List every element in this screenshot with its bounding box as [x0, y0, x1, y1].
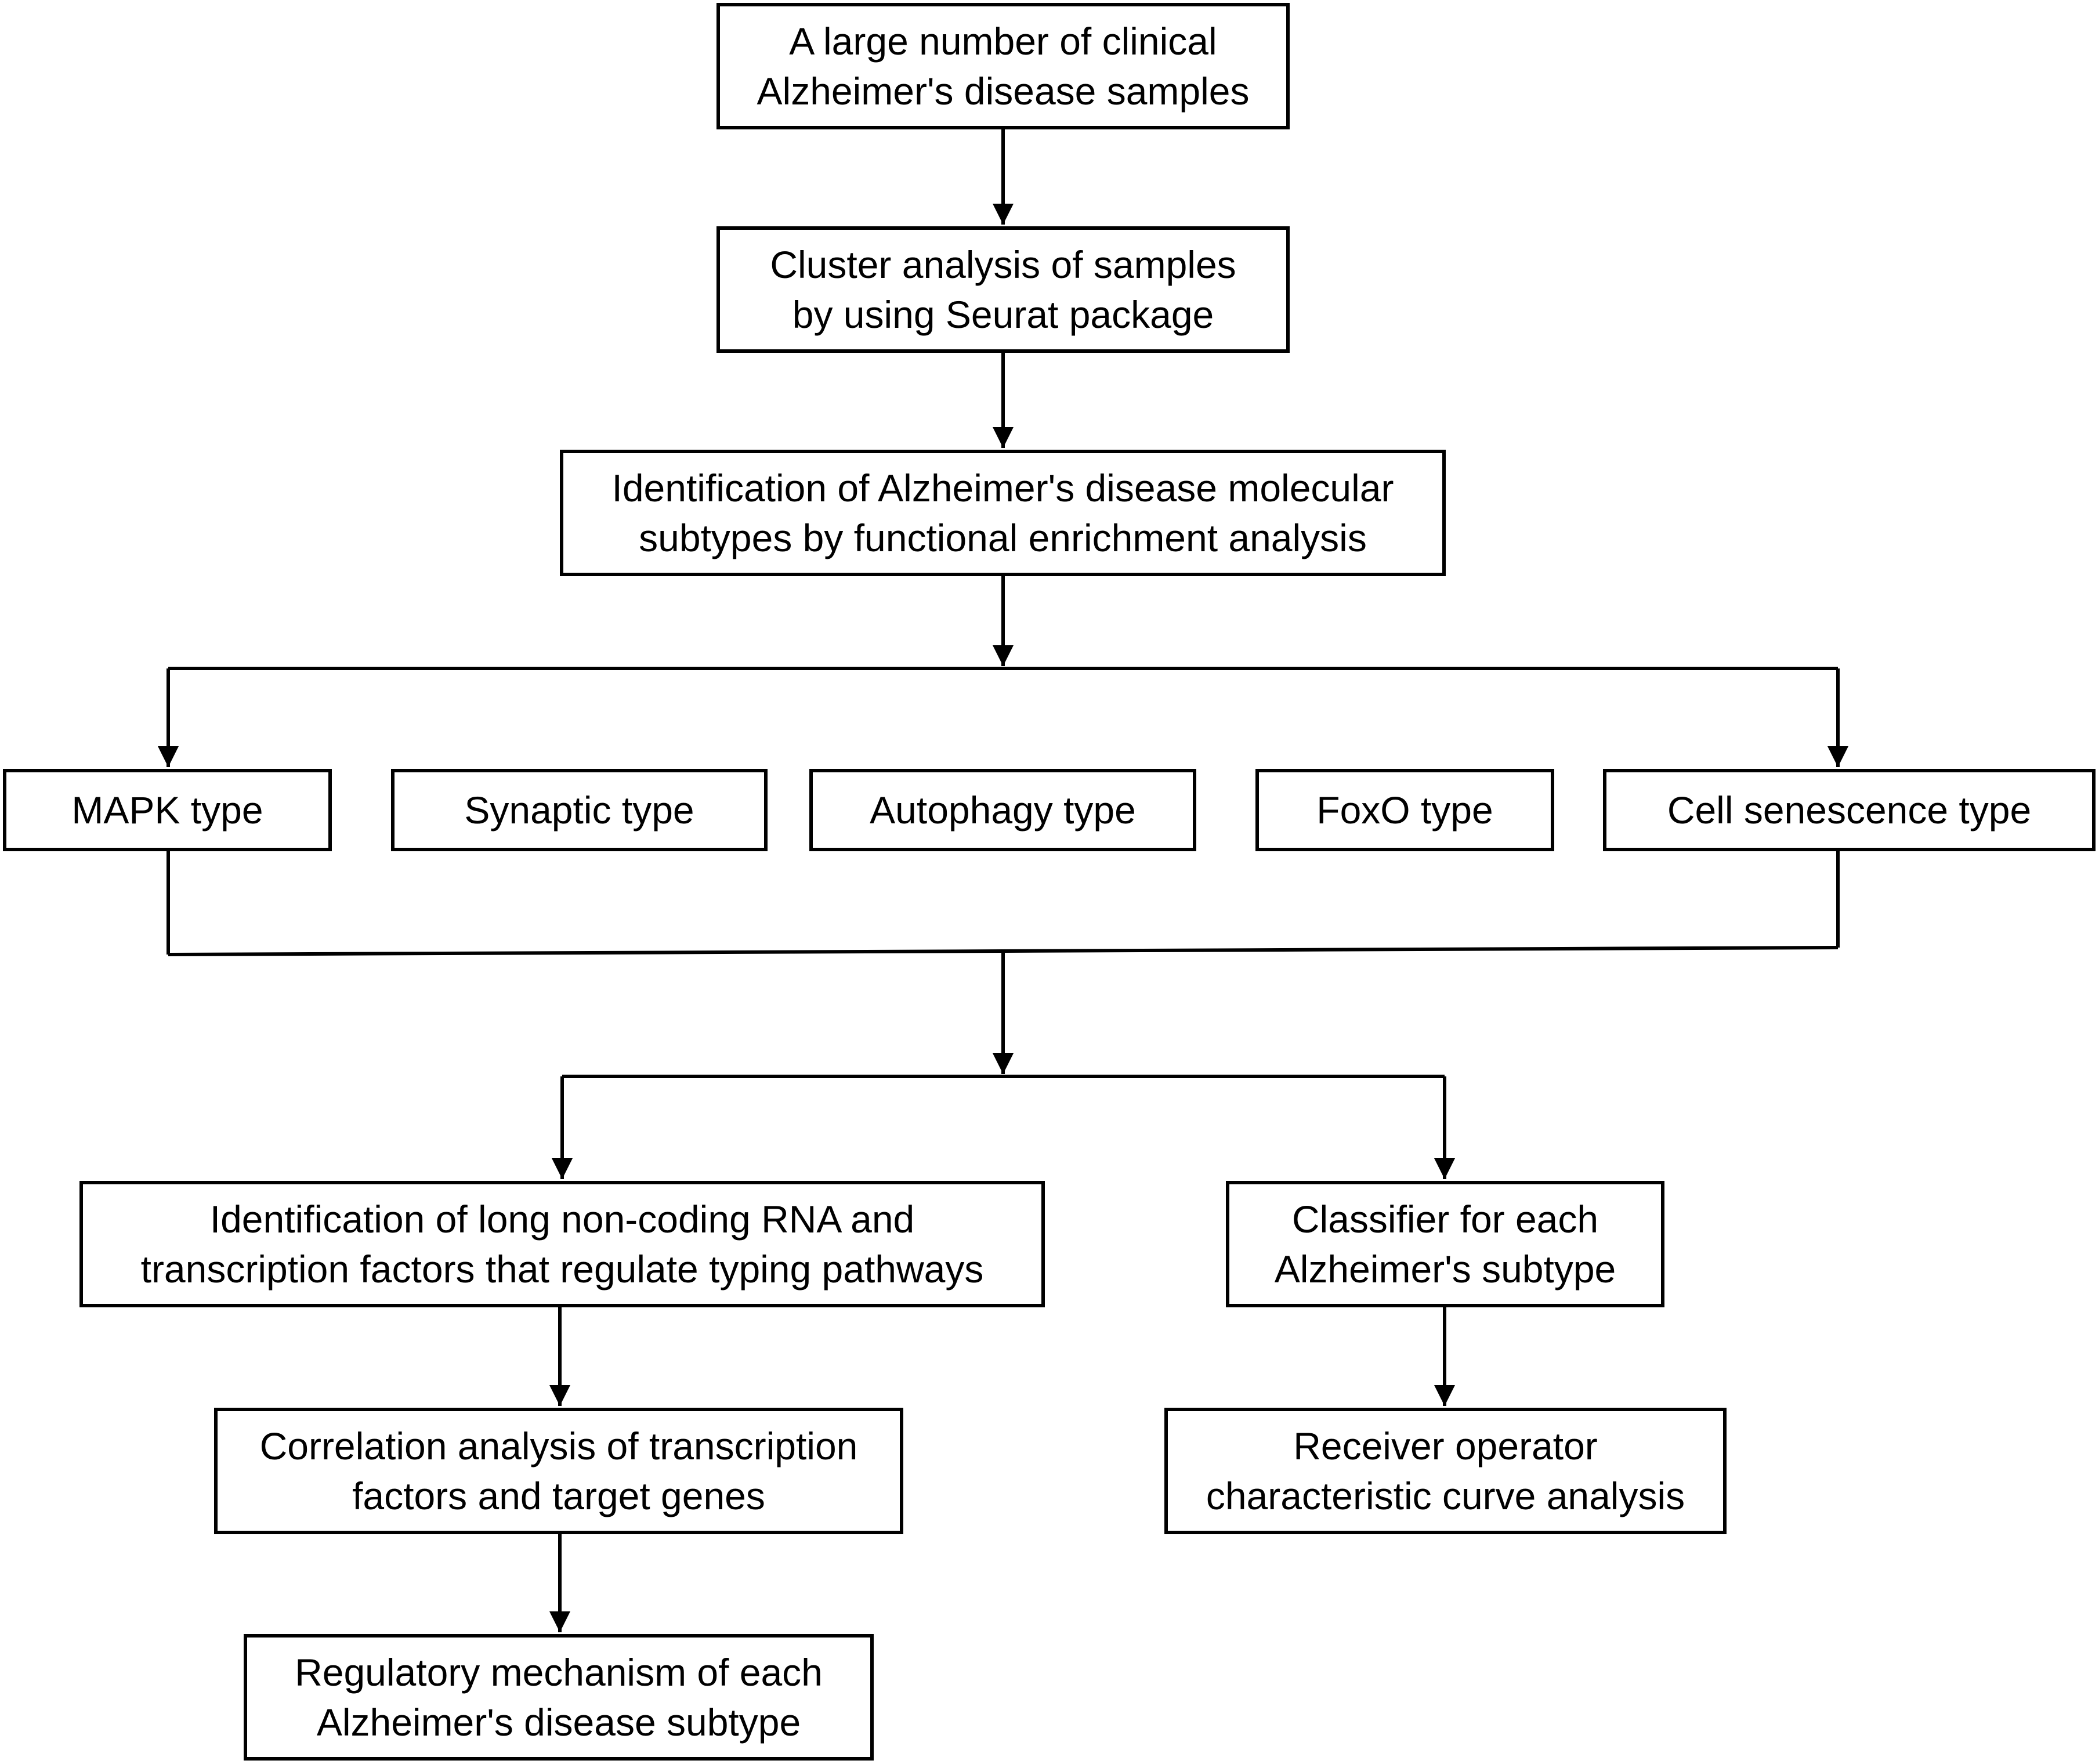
type-label: FoxO type [1316, 789, 1493, 832]
box-text-line: Alzheimer's disease samples [757, 70, 1250, 113]
box-text-line: factors and target genes [352, 1474, 765, 1517]
box-text-line: Classifier for each [1291, 1198, 1599, 1241]
type-label: Cell senescence type [1667, 789, 2032, 832]
box-roc-analysis: Receiver operator characteristic curve a… [1164, 1408, 1727, 1534]
box-clinical-samples: A large number of clinical Alzheimer's d… [716, 3, 1290, 129]
box-text-line: Alzheimer's disease subtype [316, 1701, 801, 1744]
type-label: MAPK type [71, 789, 263, 832]
box-subtype-identification: Identification of Alzheimer's disease mo… [560, 450, 1446, 576]
box-text-line: Alzheimer's subtype [1274, 1248, 1616, 1291]
box-text-line: characteristic curve analysis [1206, 1474, 1685, 1517]
box-text-line: Correlation analysis of transcription [259, 1425, 858, 1467]
box-text-line: A large number of clinical [789, 20, 1217, 63]
box-mapk-type: MAPK type [3, 769, 332, 851]
box-text-line: Regulatory mechanism of each [295, 1651, 823, 1694]
box-regulatory-mechanism: Regulatory mechanism of each Alzheimer's… [244, 1634, 874, 1761]
type-label: Synaptic type [464, 789, 694, 832]
box-text-line: by using Seurat package [792, 293, 1214, 336]
box-text-line: Receiver operator [1293, 1425, 1598, 1467]
box-classifier: Classifier for each Alzheimer's subtype [1226, 1181, 1664, 1307]
box-synaptic-type: Synaptic type [391, 769, 768, 851]
box-foxo-type: FoxO type [1255, 769, 1554, 851]
box-lncrna-tf-identification: Identification of long non-coding RNA an… [79, 1181, 1045, 1307]
box-text-line: Identification of long non-coding RNA an… [209, 1198, 915, 1241]
box-autophagy-type: Autophagy type [809, 769, 1196, 851]
box-text-line: Cluster analysis of samples [770, 243, 1236, 286]
type-label: Autophagy type [870, 789, 1136, 832]
box-text-line: Identification of Alzheimer's disease mo… [611, 467, 1394, 509]
box-cluster-analysis: Cluster analysis of samples by using Seu… [716, 226, 1290, 353]
box-correlation-analysis: Correlation analysis of transcription fa… [214, 1408, 903, 1534]
box-cell-senescence-type: Cell senescence type [1603, 769, 2096, 851]
box-text-line: subtypes by functional enrichment analys… [639, 516, 1367, 559]
box-text-line: transcription factors that regulate typi… [140, 1248, 984, 1291]
